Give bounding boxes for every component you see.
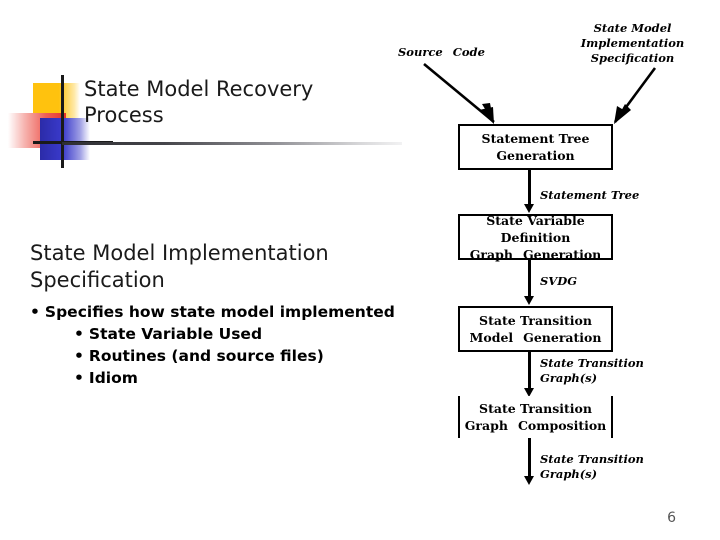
diagram-input-label-state-model-impl-spec: State Model Implementation Specification: [580, 21, 685, 65]
bullet-dot-icon: •: [74, 325, 84, 343]
body-heading: State Model Implementation Specification: [30, 240, 430, 294]
bullet-dot-icon: •: [74, 347, 84, 365]
edge-label-svdg: SVDG: [540, 274, 578, 288]
arrowhead-state-transition-graphs-1: [524, 388, 534, 397]
arrow-source-code-to-statement-tree-generation: [423, 62, 495, 124]
flow-box-line-1: State Variable: [486, 212, 585, 228]
connector-svdg: [528, 260, 531, 298]
decorative-logo-cluster: [0, 60, 113, 170]
body-heading-line-2: Specification: [30, 268, 165, 292]
connector-state-transition-graphs-2: [528, 438, 531, 478]
logo-blue-square: [40, 118, 90, 160]
slide-title: State Model Recovery Process: [84, 76, 414, 128]
list-item-label: Routines (and source files): [88, 347, 324, 365]
bullet-list: •Specifies how state model implemented •…: [30, 302, 430, 390]
edge-label-state-transition-graphs-1: State Transition Graph(s): [540, 356, 644, 385]
edge-label-state-transition-graphs-2: State Transition Graph(s): [540, 452, 644, 481]
logo-yellow-square: [33, 83, 80, 118]
body-heading-line-1: State Model Implementation: [30, 241, 329, 265]
flow-box-line-1: State Transition: [479, 313, 592, 328]
connector-statement-tree: [528, 170, 531, 206]
arrowhead-statement-tree: [524, 204, 534, 213]
arrowhead-state-transition-graphs-2: [524, 476, 534, 485]
list-item-label: State Variable Used: [88, 325, 263, 343]
slide-title-line-1: State Model Recovery: [84, 77, 314, 101]
flow-box-line-2: Generation: [496, 148, 575, 163]
bullet-dot-icon: •: [74, 369, 84, 387]
flow-box-line-1: State Transition: [479, 401, 592, 416]
page-number: 6: [667, 510, 676, 526]
list-item: •State Variable Used: [74, 324, 430, 345]
logo-vertical-line: [61, 75, 64, 168]
flow-box-line-1: Statement Tree: [481, 131, 590, 146]
flow-box-line-2: Definition: [500, 229, 571, 245]
list-item-label: Idiom: [88, 369, 138, 387]
arrowhead-svdg: [524, 296, 534, 305]
edge-label-statement-tree: Statement Tree: [540, 188, 640, 202]
arrow-spec-to-statement-tree-generation: [613, 67, 657, 124]
list-item-label: Specifies how state model implemented: [44, 303, 395, 321]
list-item: •Routines (and source files): [74, 346, 430, 367]
list-item: •Specifies how state model implemented: [30, 302, 430, 323]
flow-box-statement-tree-generation[interactable]: Statement Tree Generation: [458, 124, 613, 170]
bullet-dot-icon: •: [30, 303, 40, 321]
slide-title-line-2: Process: [84, 103, 164, 127]
list-item: •Idiom: [74, 368, 430, 389]
title-underline-rule: [62, 142, 402, 145]
connector-state-transition-graphs-1: [528, 352, 531, 390]
